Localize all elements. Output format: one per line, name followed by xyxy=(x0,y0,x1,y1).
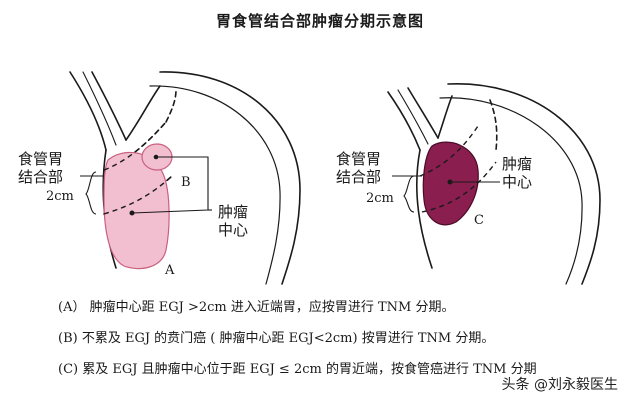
tumor-A-label: A xyxy=(165,263,175,278)
tumor-B-label: B xyxy=(181,175,191,190)
left-center-label-line1: 肿瘤 xyxy=(218,203,249,221)
note-a: (A） 肿瘤中心距 EGJ >2cm 进入近端胃，应按胃进行 TNM 分期。 xyxy=(58,300,455,315)
watermark: 头条 @刘永毅医生 xyxy=(501,377,618,393)
tumor-C xyxy=(422,141,479,226)
left-2cm-label: 2cm xyxy=(46,189,74,204)
left-egj-label-line1: 食管胃 xyxy=(18,150,64,168)
page-title: 胃食管结合部肿瘤分期示意图 xyxy=(215,12,424,30)
tumor-C-label: C xyxy=(474,213,484,228)
right-center-label-line2: 中心 xyxy=(502,173,533,191)
note-b: (B) 不累及 EGJ 的贲门癌 ( 肿瘤中心距 EGJ<2cm) 按胃进行 T… xyxy=(58,331,495,346)
right-egj-label-line2: 结合部 xyxy=(336,168,382,186)
note-c: (C) 累及 EGJ 且肿瘤中心位于距 EGJ ≤ 2cm 的胃近端，按食管癌进… xyxy=(58,362,537,377)
right-leaders xyxy=(392,175,500,213)
left-leaders xyxy=(80,156,212,215)
tumor-B xyxy=(141,143,173,171)
right-anatomy xyxy=(387,83,601,285)
right-egj-label-line1: 食管胃 xyxy=(336,150,382,168)
right-2cm-label: 2cm xyxy=(366,191,394,206)
right-center-label-line1: 肿瘤 xyxy=(502,155,533,173)
left-egj-label-line2: 结合部 xyxy=(18,168,64,186)
left-center-label-line2: 中心 xyxy=(218,221,249,239)
